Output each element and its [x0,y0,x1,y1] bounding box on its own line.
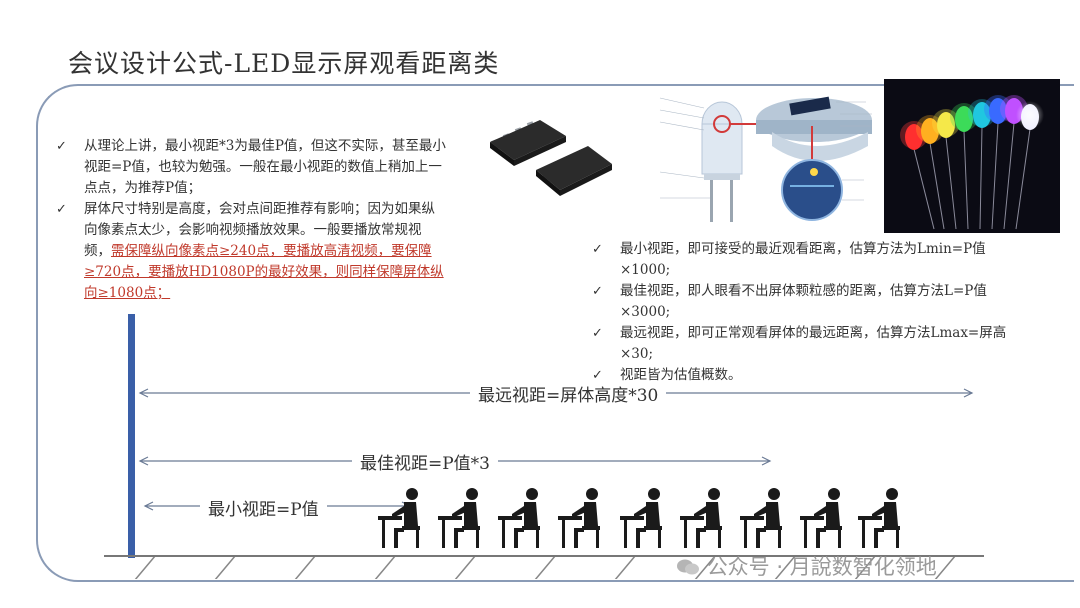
seated-person [740,488,782,548]
seated-person [498,488,540,548]
wechat-icon [676,557,700,575]
watermark-text: 公众号 · 月說数智化领地 [707,555,937,579]
seated-person [378,488,420,548]
seated-person [438,488,480,548]
watermark: 公众号 · 月說数智化领地 [676,551,937,581]
seated-person [800,488,842,548]
seated-person [620,488,662,548]
seated-person [858,488,900,548]
seated-person [558,488,600,548]
seated-person [680,488,722,548]
